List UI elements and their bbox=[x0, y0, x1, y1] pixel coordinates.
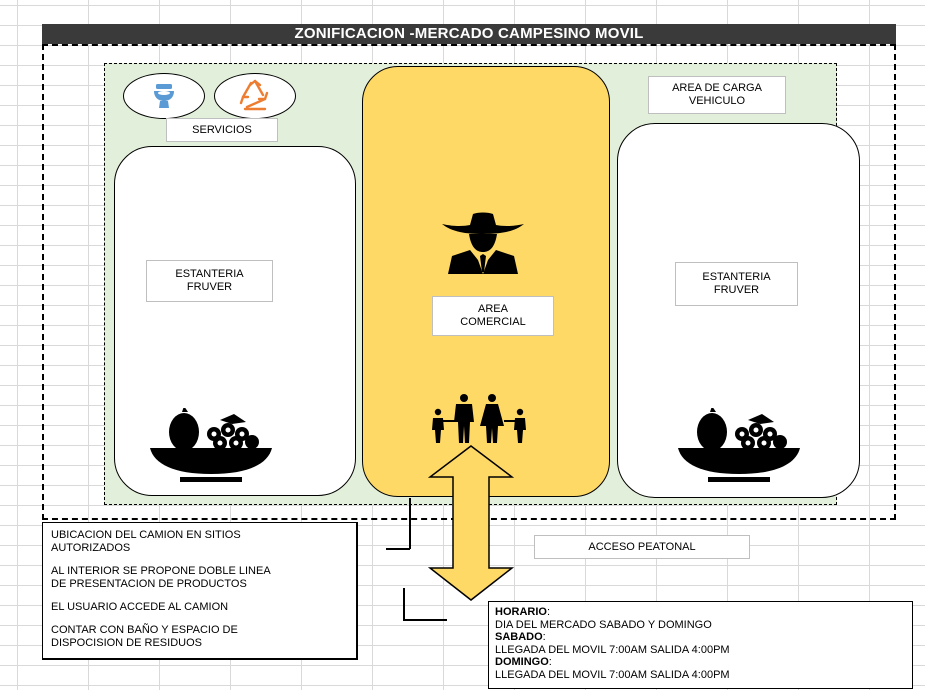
schedule-box: HORARIO: DIA DEL MERCADO SABADO Y DOMING… bbox=[488, 601, 913, 689]
fruit-basket-icon bbox=[150, 408, 272, 482]
note-item: UBICACION DEL CAMION EN SITIOS AUTORIZAD… bbox=[51, 529, 241, 554]
toilet-icon bbox=[154, 84, 174, 108]
acceso-peatonal-label: ACCESO PEATONAL bbox=[534, 535, 750, 559]
servicios-label: SERVICIOS bbox=[166, 118, 278, 142]
diagram-title: ZONIFICACION -MERCADO CAMPESINO MOVIL bbox=[42, 24, 896, 44]
farmer-icon bbox=[442, 212, 524, 274]
saturday-label: SABADO bbox=[495, 631, 543, 643]
market-days: DIA DEL MERCADO SABADO Y DOMINGO bbox=[495, 618, 712, 631]
shelf-right-label: ESTANTERIA FRUVER bbox=[675, 262, 798, 306]
sunday-hours: LLEGADA DEL MOVIL 7:00AM SALIDA 4:00PM bbox=[495, 668, 730, 681]
connector-line bbox=[403, 619, 447, 621]
recycle-icon bbox=[239, 79, 269, 111]
connector-line bbox=[409, 498, 411, 549]
area-comercial-label: AREA COMERCIAL bbox=[432, 296, 554, 336]
notes-box: UBICACION DEL CAMION EN SITIOS AUTORIZAD… bbox=[42, 522, 358, 660]
sunday-label: DOMINGO bbox=[495, 656, 549, 668]
fruit-basket-icon bbox=[678, 408, 800, 482]
shelf-left-label: ESTANTERIA FRUVER bbox=[146, 260, 273, 302]
note-item: EL USUARIO ACCEDE AL CAMION bbox=[51, 601, 229, 613]
area-carga-label: AREA DE CARGA VEHICULO bbox=[648, 76, 786, 114]
hours-label: HORARIO bbox=[495, 606, 547, 618]
family-icon bbox=[432, 394, 526, 443]
recycle-circle bbox=[214, 73, 296, 119]
double-arrow-icon bbox=[428, 445, 514, 601]
connector-line bbox=[403, 588, 405, 620]
connector-line bbox=[386, 548, 410, 550]
toilet-circle bbox=[123, 73, 205, 119]
saturday-hours: LLEGADA DEL MOVIL 7:00AM SALIDA 4:00PM bbox=[495, 643, 730, 656]
note-item: AL INTERIOR SE PROPONE DOBLE LINEA DE PR… bbox=[51, 565, 271, 590]
note-item: CONTAR CON BAÑO Y ESPACIO DE DISPOCISION… bbox=[51, 624, 238, 649]
